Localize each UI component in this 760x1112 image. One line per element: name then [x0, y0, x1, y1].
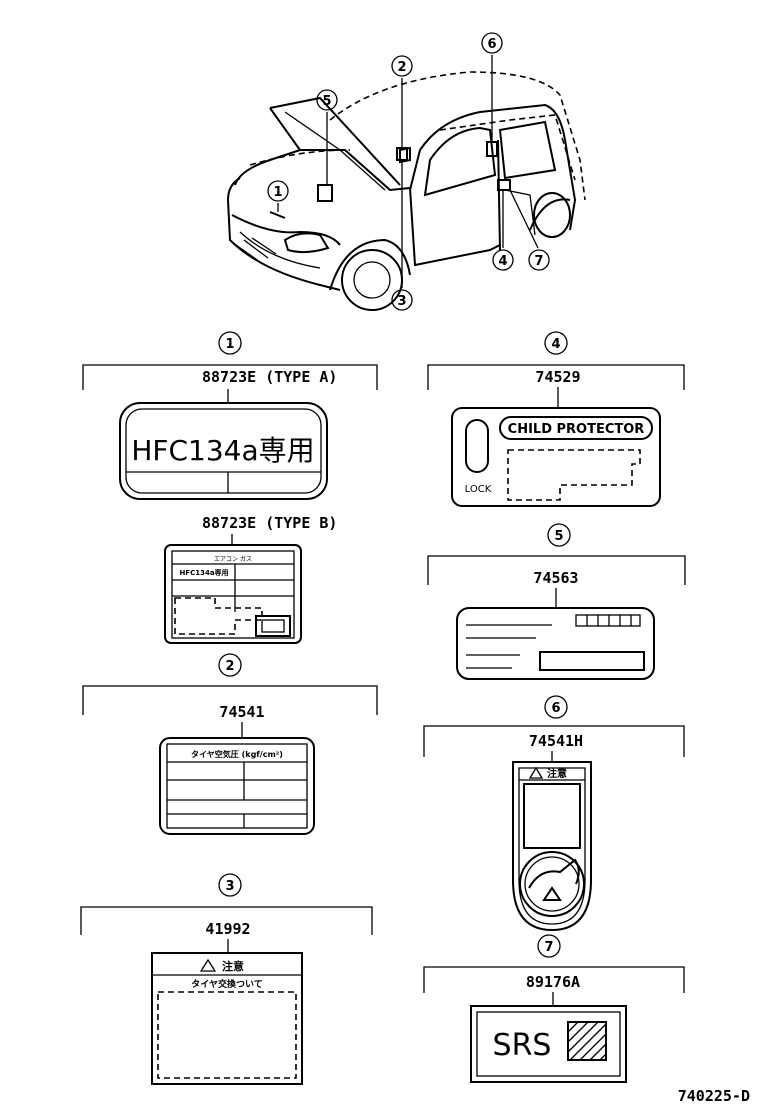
label-tire-pressure	[159, 737, 315, 835]
part-number-88723e-b: 88723E (TYPE B)	[202, 514, 337, 532]
svg-text:注意: 注意	[222, 959, 244, 973]
part-number-74541: 74541	[219, 703, 264, 721]
hfc134a-text: HFC134a専用	[131, 434, 314, 467]
label-srs	[470, 1005, 627, 1083]
label-child-protector	[451, 407, 661, 507]
svg-text:1: 1	[225, 337, 234, 352]
svg-text:7: 7	[534, 254, 543, 269]
callout-6-car: 6	[481, 32, 503, 54]
srs-text: SRS	[493, 1028, 552, 1063]
vehicle-illustration: 1 5 2 3 6 4 7	[227, 32, 586, 311]
callout-2-car: 2	[391, 55, 413, 77]
part-7-group: 7 89176A SRS	[423, 934, 685, 1083]
svg-text:タイヤ交換ついて: タイヤ交換ついて	[191, 978, 262, 990]
label-hfc134a-type-a	[119, 402, 328, 500]
part-number-41992: 41992	[205, 920, 250, 938]
child-figure-icon	[528, 858, 580, 889]
warning-triangle-icon	[542, 886, 562, 901]
svg-text:タイヤ空気圧 (kgf/cm²): タイヤ空気圧 (kgf/cm²)	[191, 749, 283, 759]
svg-text:2: 2	[225, 659, 234, 674]
callout-1-car: 1	[267, 180, 289, 202]
label-hfc134a-type-b	[164, 544, 302, 644]
svg-text:5: 5	[322, 94, 331, 109]
part-number-89176a: 89176A	[526, 973, 580, 991]
callout-3-car: 3	[391, 289, 413, 311]
part-2-group: 2 74541 タイヤ空気圧 (kgf/cm²)	[82, 653, 378, 835]
warning-triangle-icon	[528, 766, 544, 779]
lock-switch-icon	[465, 419, 489, 473]
diagram-code: 740225-D	[678, 1087, 750, 1105]
label-1-location	[269, 211, 286, 219]
svg-text:1: 1	[273, 185, 282, 200]
callout-4-car: 4	[492, 249, 514, 271]
svg-text:6: 6	[551, 701, 560, 716]
airbag-symbol-icon	[567, 1021, 607, 1061]
part-number-74563: 74563	[533, 569, 578, 587]
svg-text:4: 4	[498, 254, 507, 269]
svg-text:3: 3	[225, 879, 234, 894]
label-tire-change-caution	[151, 952, 303, 1085]
svg-text:HFC134a専用: HFC134a専用	[179, 568, 228, 577]
part-5-group: 5 74563	[427, 523, 686, 680]
svg-text:注意: 注意	[547, 767, 567, 780]
svg-text:2: 2	[397, 60, 406, 75]
callout-5-car: 5	[316, 89, 338, 111]
svg-text:3: 3	[397, 294, 406, 309]
label-74563	[456, 607, 655, 680]
label-4-location	[497, 179, 511, 191]
svg-text:7: 7	[544, 940, 553, 955]
label-5-location	[317, 184, 333, 202]
svg-text:LOCK: LOCK	[465, 484, 492, 495]
svg-text:6: 6	[487, 37, 496, 52]
part-6-group: 6 74541H 注意	[423, 695, 685, 932]
svg-text:5: 5	[554, 529, 563, 544]
svg-text:4: 4	[551, 337, 560, 352]
part-number-88723e-a: 88723E (TYPE A)	[202, 368, 337, 386]
child-protector-text: CHILD PROTECTOR	[508, 422, 645, 437]
label-airbag-caution	[512, 761, 592, 932]
part-number-74541h: 74541H	[529, 732, 583, 750]
warning-triangle-icon	[199, 958, 217, 972]
svg-text:エアコン ガス: エアコン ガス	[214, 555, 252, 563]
part-4-group: 4 74529 CHILD PROTECTOR LOCK	[427, 331, 685, 507]
part-1-group: 1 88723E (TYPE A) HFC134a専用 88723E (TYPE…	[82, 331, 378, 644]
part-number-74529: 74529	[535, 368, 580, 386]
part-3-group: 3 41992 注意 タイヤ交換ついて	[80, 873, 373, 1085]
callout-7-car: 7	[528, 249, 550, 271]
